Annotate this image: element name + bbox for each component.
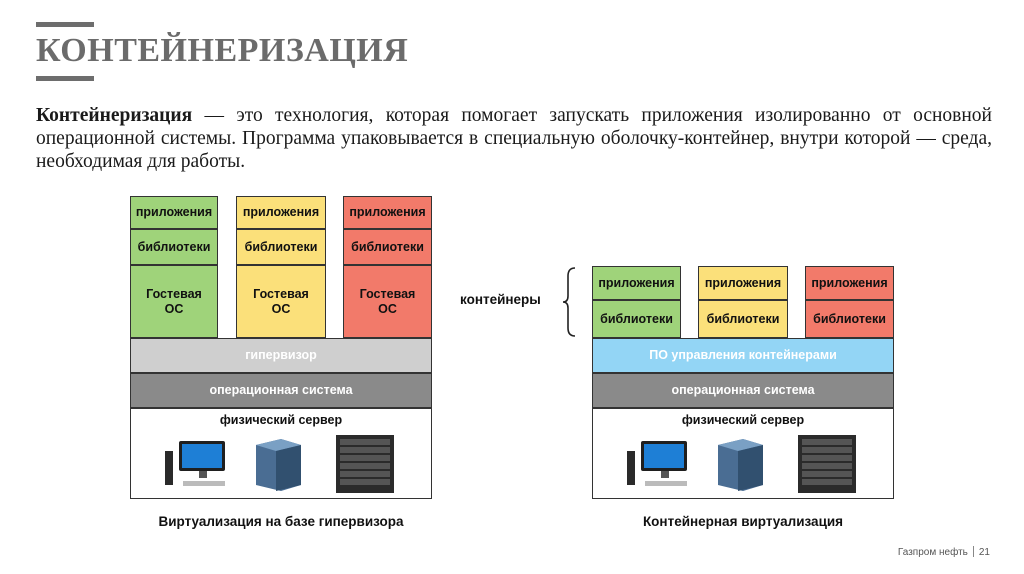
right-caption: Контейнерная виртуализация xyxy=(642,514,844,529)
left-col2-libs: библиотеки xyxy=(236,229,326,265)
footer-divider xyxy=(972,546,974,557)
footer-page-number: 21 xyxy=(978,547,990,558)
right-col2-apps: приложения xyxy=(698,266,788,300)
intro-paragraph: Контейнеризация — это технология, котора… xyxy=(36,104,992,173)
left-col1-libs: библиотеки xyxy=(130,229,218,265)
right-server-label: физический сервер xyxy=(681,413,805,427)
left-caption: Виртуализация на базе гипервизора xyxy=(158,514,404,529)
right-col1-libs: библиотеки xyxy=(592,300,681,338)
right-hardware-illustration xyxy=(627,435,856,493)
desktop-computer-icon xyxy=(165,441,225,486)
right-server-layer: физический сервер xyxy=(592,408,894,499)
server-tower-icon xyxy=(256,439,301,491)
left-col3-libs: библиотеки xyxy=(343,229,432,265)
intro-text: — это технология, которая помогает запус… xyxy=(36,105,992,172)
curly-brace-icon xyxy=(562,267,576,337)
left-server-layer: физический сервер xyxy=(130,408,432,499)
right-col3-apps: приложения xyxy=(805,266,894,300)
left-server-label: физический сервер xyxy=(219,413,343,427)
left-col2-apps: приложения xyxy=(236,196,326,229)
intro-term: Контейнеризация xyxy=(36,105,193,126)
left-col1-guest-os: Гостевая ОС xyxy=(130,265,218,338)
left-os-layer: операционная система xyxy=(130,373,432,408)
left-hypervisor-layer: гипервизор xyxy=(130,338,432,373)
server-rack-icon xyxy=(798,435,856,493)
footer: Газпром нефть 21 xyxy=(898,546,990,558)
desktop-computer-icon xyxy=(627,441,687,486)
footer-company: Газпром нефть xyxy=(897,547,968,558)
right-col3-libs: библиотеки xyxy=(805,300,894,338)
server-rack-icon xyxy=(336,435,394,493)
left-col3-apps: приложения xyxy=(343,196,432,229)
right-os-layer: операционная система xyxy=(592,373,894,408)
left-hardware-illustration xyxy=(165,435,394,493)
title-bottom-rule xyxy=(36,76,94,81)
right-container-mgmt-layer: ПО управления контейнерами xyxy=(592,338,894,373)
left-col2-guest-os: Гостевая ОС xyxy=(236,265,326,338)
right-col1-apps: приложения xyxy=(592,266,681,300)
left-col3-guest-os: Гостевая ОС xyxy=(343,265,432,338)
title-top-rule xyxy=(36,22,94,27)
containers-label: контейнеры xyxy=(460,292,541,307)
server-tower-icon xyxy=(718,439,763,491)
page-title: КОНТЕЙНЕРИЗАЦИЯ xyxy=(36,32,409,69)
left-col1-apps: приложения xyxy=(130,196,218,229)
right-col2-libs: библиотеки xyxy=(698,300,788,338)
